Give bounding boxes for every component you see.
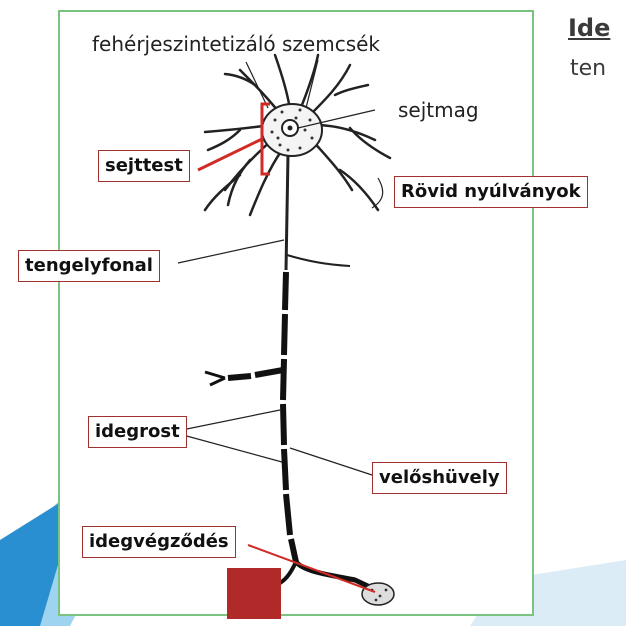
caption-nucleus: sejtmag xyxy=(398,98,479,122)
pointer-lines xyxy=(171,59,384,476)
label-nerve-fiber: idegrost xyxy=(88,416,187,448)
caption-ribosomes: fehérjeszintetizáló szemcsék xyxy=(92,32,381,56)
nerve-ending-pointer xyxy=(247,544,376,593)
terminal-branch-lower xyxy=(278,561,298,585)
red-square xyxy=(227,568,281,619)
terminal-branch xyxy=(294,560,374,591)
axon-collateral-top xyxy=(286,254,351,267)
nerve-ending-tuft xyxy=(361,582,395,606)
nucleolus xyxy=(287,125,293,131)
slide-heading: Ide xyxy=(568,14,611,42)
label-myelin-sheath: velőshüvely xyxy=(372,462,507,494)
label-nerve-ending: idegvégződés xyxy=(82,526,236,558)
axon xyxy=(284,154,290,271)
myelin-segments xyxy=(280,271,299,563)
label-cell-body: sejttest xyxy=(98,150,190,182)
myelin-collateral xyxy=(227,367,284,381)
label-dendrites: Rövid nyúlványok xyxy=(394,176,588,208)
ribosome-dots xyxy=(270,108,314,152)
cell-body-pointer xyxy=(197,137,263,172)
collateral-ending xyxy=(204,370,226,387)
label-axon: tengelyfonal xyxy=(18,250,160,282)
slide-subheading: ten xyxy=(570,56,607,81)
